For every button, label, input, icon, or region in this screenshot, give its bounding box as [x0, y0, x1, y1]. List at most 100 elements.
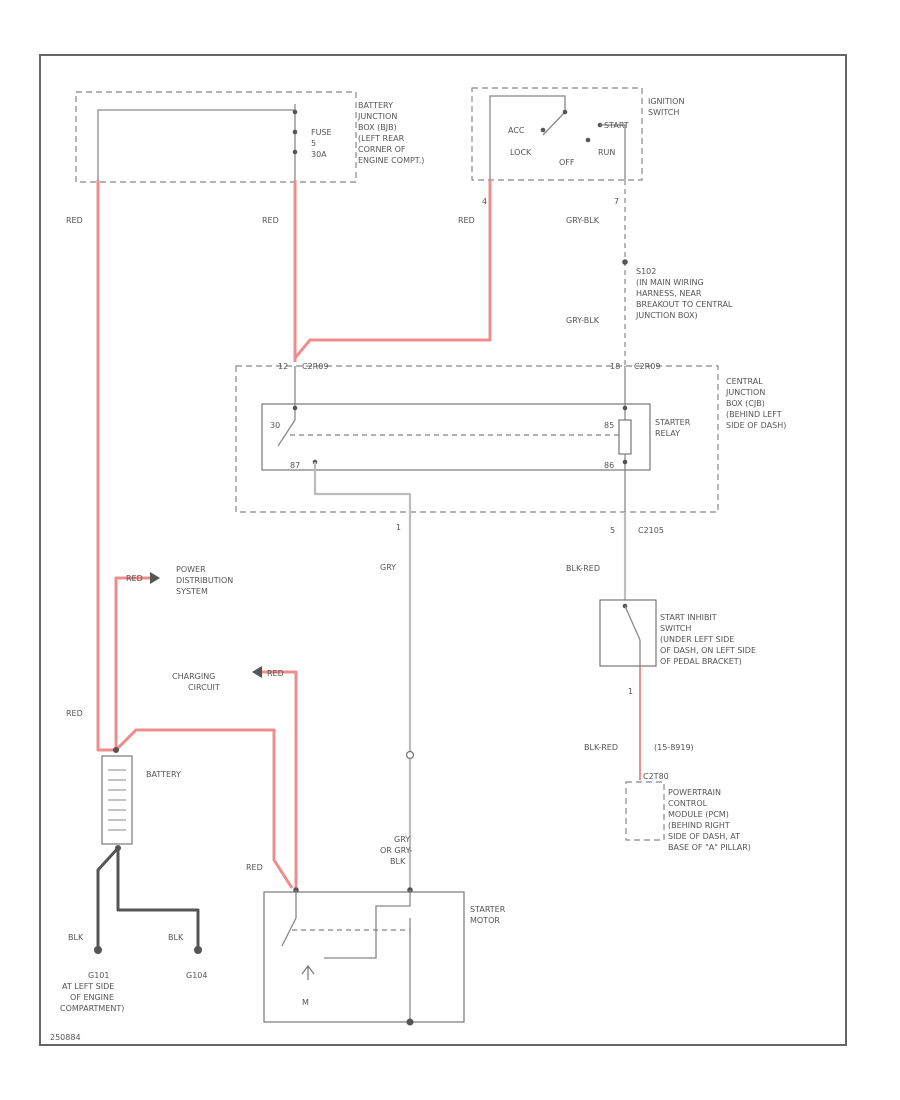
central-junction-box-outline — [235, 365, 719, 513]
ignition-lock-label: LOCK — [510, 148, 532, 157]
ground-g104-id: G104 — [186, 971, 207, 980]
ignition-acc-label: ACC — [508, 126, 525, 135]
inhibit-label-4: OF DASH, ON LEFT SIDE — [660, 646, 756, 655]
inhibit-switch-blade — [624, 605, 641, 641]
bjb-label-4: (LEFT REAR — [358, 134, 405, 143]
relay-pin-30: 30 — [270, 421, 280, 430]
wire-label-red-charging: RED — [267, 669, 284, 678]
inhibit-label-5: OF PEDAL BRACKET) — [660, 657, 742, 666]
splice-label-1: S102 — [636, 267, 656, 276]
fuse-label-2: 5 — [311, 139, 316, 148]
splice-s102-node — [622, 259, 628, 265]
pcm-connector-label: C2T80 — [643, 772, 669, 781]
cjb-label-3: BOX (CJB) — [726, 399, 765, 408]
pcm-label-3: MODULE (PCM) — [668, 810, 729, 819]
inhibit-pin-label: 1 — [628, 687, 633, 696]
ignition-switch-label-1: IGNITION — [648, 97, 684, 106]
bjb-label-2: JUNCTION — [357, 112, 397, 121]
cjb-label-4: (BEHIND LEFT — [726, 410, 782, 419]
starter-motor-label-1: STARTER — [470, 905, 506, 914]
ground-g104-node — [194, 946, 202, 954]
power-dist-label-1: POWER — [176, 565, 206, 574]
bjb-label-1: BATTERY — [358, 101, 393, 110]
ignition-switch-blade — [542, 111, 566, 136]
relay-pin-30-node — [292, 405, 298, 411]
ground-g101-label-3: COMPARTMENT) — [60, 1004, 124, 1013]
pcm-outline — [625, 781, 665, 841]
connector-top-left-pin: 12 — [278, 362, 288, 371]
starter-wire-label-1: GRY — [394, 835, 410, 844]
power-dist-label-3: SYSTEM — [176, 587, 208, 596]
connector-bottom-left-pin: 1 — [396, 523, 401, 532]
pcm-label-6: BASE OF "A" PILLAR) — [668, 843, 751, 852]
relay-pin-85-node — [622, 405, 628, 411]
relay-pin-85: 85 — [604, 421, 614, 430]
ignition-start-label: START — [604, 121, 629, 130]
wire-label-gry-blk-top: GRY-BLK — [566, 216, 600, 225]
battery-positive-node — [113, 747, 119, 753]
wire-label-red-starter: RED — [246, 863, 263, 872]
starter-solenoid-wire — [324, 890, 411, 959]
starter-wire-label-2: OR GRY- — [380, 846, 413, 855]
starter-motor-box — [263, 891, 465, 1023]
battery-body — [101, 755, 133, 845]
ign-out-pin-label: 7 — [614, 197, 619, 206]
pcm-label-4: (BEHIND RIGHT — [668, 821, 730, 830]
ign-pin-label: 4 — [482, 197, 487, 206]
ignition-run-label: RUN — [598, 148, 615, 157]
starter-relay-box — [261, 403, 651, 471]
start-inhibit-switch-box — [599, 599, 657, 667]
ignition-run-contact — [585, 137, 591, 143]
battery-junction-box-outline — [75, 91, 357, 183]
wire-label-red-battery: RED — [66, 709, 83, 718]
wire-label-gry-blk-mid: GRY-BLK — [566, 316, 600, 325]
pcm-extra-label: (15-8919) — [654, 743, 694, 752]
battery-to-starter-red-wire — [114, 728, 294, 889]
splice-label-5: JUNCTION BOX) — [635, 311, 698, 320]
connector-top-left: C2R09 — [302, 362, 328, 371]
wire-label-gry: GRY — [380, 563, 396, 572]
figure-code: 250884 — [50, 1033, 81, 1042]
ignition-feed-wire — [489, 95, 566, 180]
fuse-terminal-top — [292, 109, 298, 115]
wire-label-red-mid: RED — [262, 216, 279, 225]
ground-g101-node — [94, 946, 102, 954]
relay-coil — [618, 419, 632, 455]
fuse-label-1: FUSE — [311, 128, 332, 137]
bjb-internal-bus — [97, 109, 295, 180]
ground-wire-left — [96, 846, 120, 948]
starter-wire-label-3: BLK — [390, 857, 406, 866]
fuse-terminal-bottom — [292, 149, 298, 155]
charging-circuit-arrow — [252, 666, 262, 678]
starter-motor-label-2: MOTOR — [470, 916, 500, 925]
ground-g101-id: G101 — [88, 971, 109, 980]
power-dist-label-2: DISTRIBUTION — [176, 576, 233, 585]
ignition-off-label: OFF — [559, 158, 575, 167]
ignition-red-wire — [293, 180, 492, 359]
fuse-label-3: 30A — [311, 150, 327, 159]
cjb-label-1: CENTRAL — [726, 377, 763, 386]
wire-label-red-ign: RED — [458, 216, 475, 225]
power-distribution-arrow — [150, 572, 160, 584]
relay-pin-86-node — [622, 459, 628, 465]
cjb-label-5: SIDE OF DASH) — [726, 421, 786, 430]
relay-pin-86: 86 — [604, 461, 614, 470]
ignition-acc-contact — [540, 127, 546, 133]
bjb-label-6: ENGINE COMPT.) — [358, 156, 424, 165]
ignition-start-output — [600, 124, 626, 180]
splice-label-4: BREAKOUT TO CENTRAL — [636, 300, 733, 309]
inhibit-label-3: (UNDER LEFT SIDE — [660, 635, 734, 644]
relay-pin-87: 87 — [290, 461, 300, 470]
relay-contact-blade — [277, 419, 296, 447]
diagram-frame — [39, 54, 847, 1046]
inhibit-label-2: SWITCH — [660, 624, 691, 633]
gry-wire-connector — [405, 750, 415, 760]
splice-label-2: (IN MAIN WIRING — [636, 278, 704, 287]
wire-label-blk-right: BLK — [168, 933, 184, 942]
charging-label-1: CHARGING — [172, 672, 215, 681]
ignition-switch-outline — [471, 87, 643, 181]
starter-m-label: M — [302, 998, 309, 1007]
battery-label: BATTERY — [146, 770, 181, 779]
starter-contact-blade — [281, 917, 297, 947]
